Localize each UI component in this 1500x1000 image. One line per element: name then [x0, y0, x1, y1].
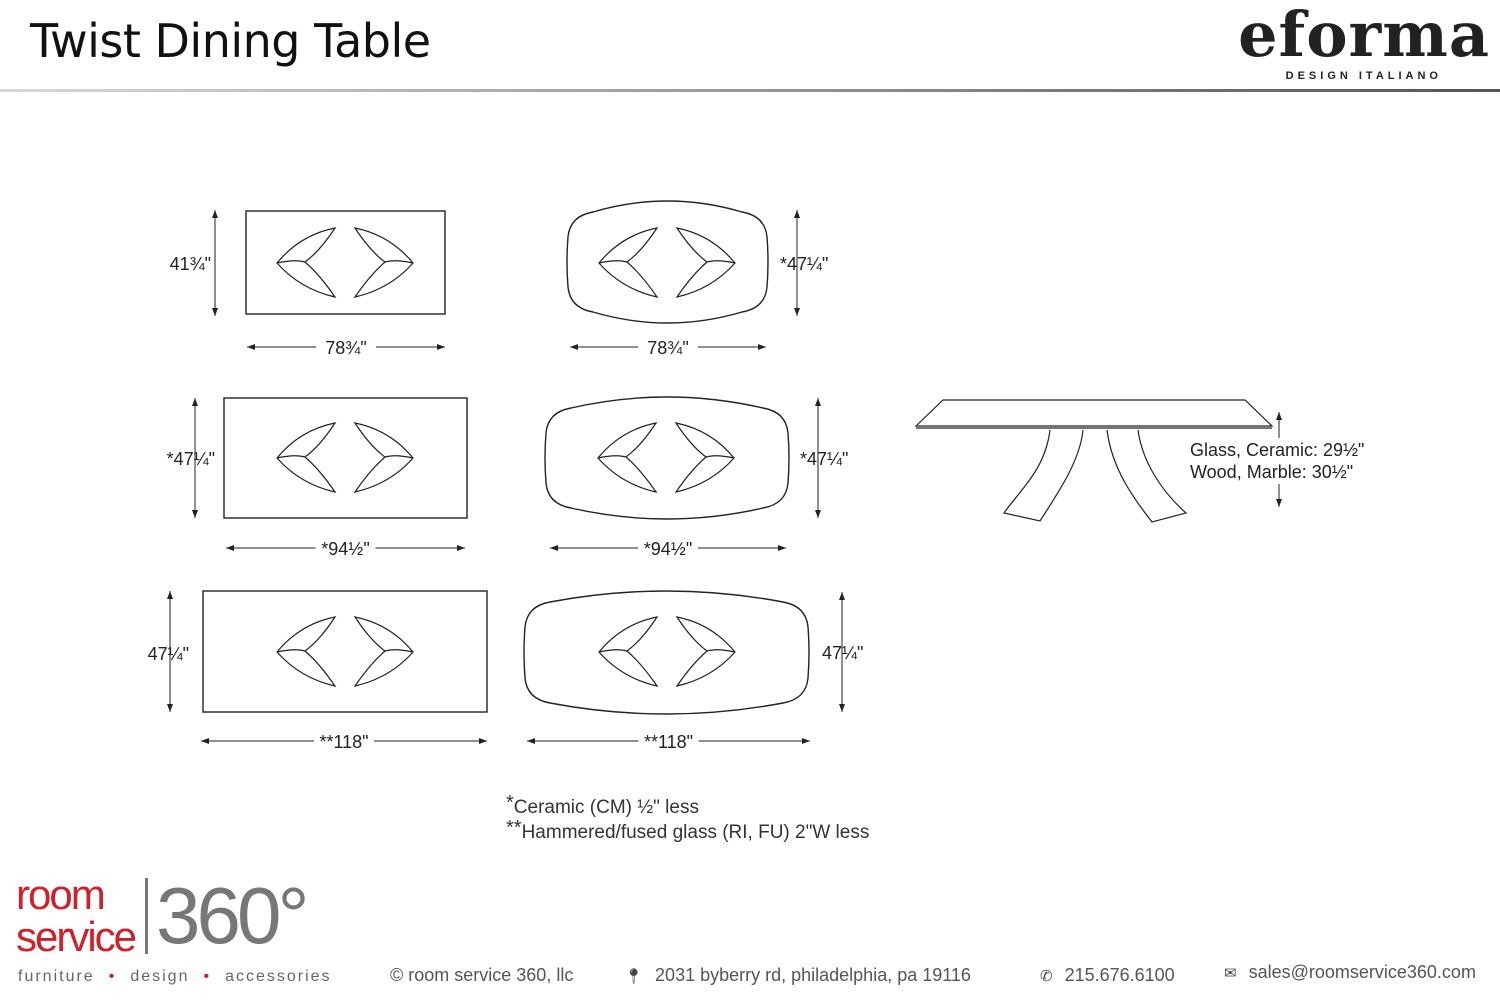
dimension-label: **118" [319, 732, 368, 752]
logo-word: room [16, 871, 106, 918]
logo-word: service [16, 913, 137, 960]
address: 📍︎ 2031 byberry rd, philadelphia, pa 1911… [624, 964, 971, 988]
dimension-label: 78¾" [647, 338, 688, 358]
leaf-motif-right [674, 422, 735, 493]
tagline-item: furniture [18, 968, 95, 985]
leaf-motif-left [276, 422, 337, 493]
address-text: 2031 byberry rd, philadelphia, pa 19116 [655, 965, 971, 985]
leaf-motif-left [598, 227, 659, 298]
rectangular-table-top [245, 210, 446, 315]
header-divider [0, 89, 1500, 92]
leaf-motif-right [675, 227, 736, 298]
map-pin-icon: 📍︎ [624, 968, 644, 985]
side-view-tabletop [914, 399, 1274, 429]
tagline: furniture•design•accessories [18, 968, 332, 985]
phone[interactable]: ✆ 215.676.6100 [1040, 964, 1175, 988]
dimension-label: **118" [644, 732, 693, 752]
height-label: Glass, Ceramic: 29½" [1190, 440, 1364, 460]
phone-icon: ✆ [1040, 968, 1053, 985]
leaf-motif-left [276, 616, 337, 687]
logo-divider [145, 878, 149, 954]
leaf-motif-left [276, 227, 337, 298]
envelope-icon: ✉ [1224, 965, 1237, 982]
tagline-item: design [130, 968, 190, 985]
leaf-motif-right [675, 616, 736, 687]
rectangular-table-top [223, 397, 468, 519]
barrel-table-top [566, 200, 769, 324]
barrel-table-top [544, 396, 790, 520]
dimension-label: *94½" [321, 539, 369, 559]
barrel-table-top [523, 590, 810, 715]
side-view-leg [1002, 429, 1084, 522]
footnote-text: Hammered/fused glass (RI, FU) 2"W less [521, 822, 870, 843]
dimension-label: *47¼" [800, 449, 848, 469]
height-label: Wood, Marble: 30½" [1190, 462, 1353, 482]
footnote-mark: * [506, 792, 514, 814]
footnote-text: Ceramic (CM) ½" less [513, 797, 699, 818]
dimension-label: 78¾" [325, 338, 366, 358]
footnote-mark: ** [506, 817, 522, 839]
dimension-label: *47¼" [167, 449, 215, 469]
dimension-label: 47¼" [822, 643, 863, 663]
brand-name: eforma [1238, 0, 1490, 71]
dimension-label: *94½" [644, 539, 692, 559]
logo-number: 360° [156, 871, 309, 960]
copyright: © room service 360, llc [390, 965, 574, 985]
brand-tagline: DESIGN ITALIANO [1285, 70, 1442, 82]
leaf-motif-right [353, 422, 414, 493]
footnotes: *Ceramic (CM) ½" less **Hammered/fused g… [506, 792, 870, 845]
footnote: **Hammered/fused glass (RI, FU) 2"W less [506, 817, 870, 845]
dimension-label: 41¾" [170, 254, 211, 274]
dimension-label: 47¼" [148, 644, 189, 664]
email-text: sales@roomservice360.com [1248, 962, 1476, 982]
leaf-motif-right [353, 227, 414, 298]
email-link[interactable]: ✉ sales@roomservice360.com [1224, 961, 1476, 985]
leaf-motif-left [597, 422, 658, 493]
page-title: Twist Dining Table [30, 14, 431, 68]
leaf-motif-right [353, 616, 414, 687]
phone-text: 215.676.6100 [1064, 965, 1175, 985]
leaf-motif-left [598, 616, 659, 687]
dimension-label: *47¼" [780, 254, 828, 274]
eforma-logo: eforma DESIGN ITALIANO [1238, 0, 1490, 83]
tagline-item: accessories [225, 968, 332, 985]
side-view-leg [1106, 429, 1188, 523]
rectangular-table-top [202, 590, 488, 713]
footnote: *Ceramic (CM) ½" less [506, 792, 869, 820]
